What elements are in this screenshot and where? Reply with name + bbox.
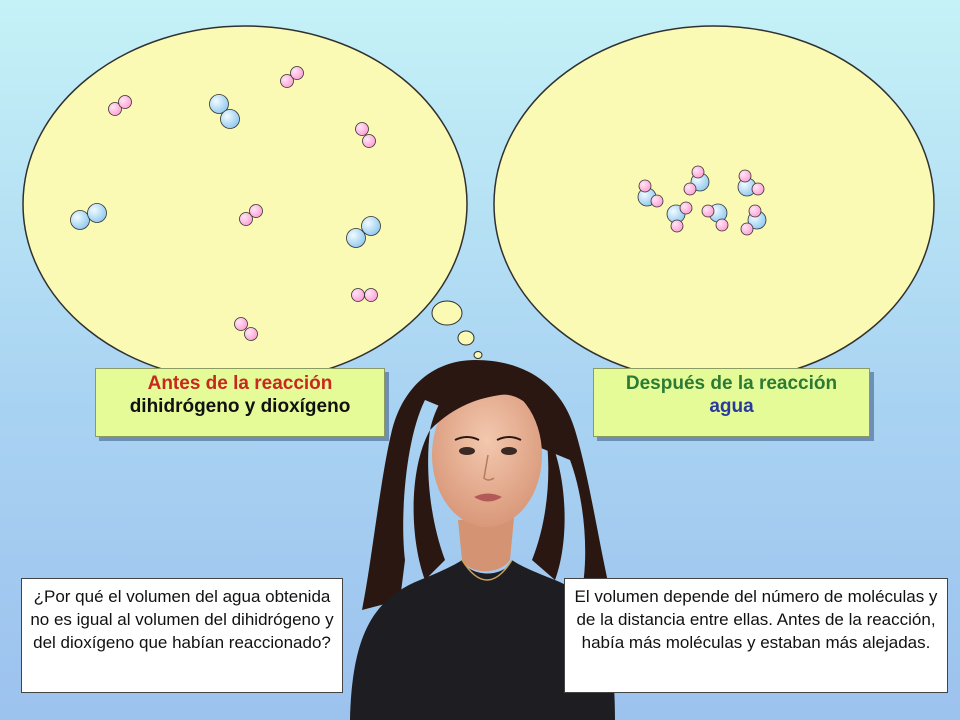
water-molecule — [701, 203, 729, 232]
after-reaction-title: Después de la reacción — [625, 373, 838, 394]
water-molecule — [740, 204, 767, 236]
dihydrogen-molecule — [280, 66, 304, 88]
thought-trail-bubble-large — [431, 300, 463, 326]
after-reaction-subtitle: agua — [709, 396, 754, 417]
dioxygen-molecule — [346, 216, 381, 248]
thought-bubble-after — [493, 25, 935, 383]
after-reaction-label: Después de la reacción agua — [593, 368, 870, 437]
dioxygen-molecule — [70, 203, 107, 230]
dihydrogen-molecule — [239, 204, 263, 226]
dioxygen-molecule — [209, 94, 240, 129]
thought-trail-bubble-small — [473, 351, 483, 359]
water-molecule — [683, 165, 710, 196]
woman-portrait — [350, 360, 615, 720]
before-reaction-subtitle: dihidrógeno y dioxígeno — [129, 396, 351, 417]
thought-trail-bubble-medium — [457, 330, 475, 346]
answer-text-box: El volumen depende del número de molécul… — [564, 578, 948, 693]
before-reaction-title: Antes de la reacción — [147, 373, 333, 394]
question-text-box: ¿Por qué el volumen del agua obtenida no… — [21, 578, 343, 693]
water-molecule — [666, 201, 693, 233]
water-molecule — [737, 169, 765, 197]
answer-text: El volumen depende del número de molécul… — [574, 587, 938, 652]
dihydrogen-molecule — [351, 288, 378, 302]
dihydrogen-molecule — [234, 317, 258, 341]
dihydrogen-molecule — [355, 122, 376, 148]
water-molecule — [637, 179, 664, 208]
question-text: ¿Por qué el volumen del agua obtenida no… — [30, 587, 334, 652]
dihydrogen-molecule — [108, 95, 132, 116]
before-reaction-label: Antes de la reacción dihidrógeno y dioxí… — [95, 368, 385, 437]
